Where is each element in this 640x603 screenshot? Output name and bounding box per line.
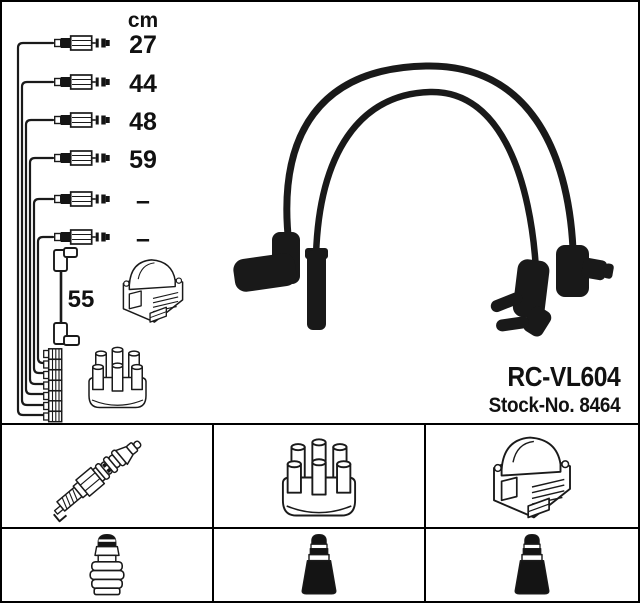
cable-bundle [16,41,55,417]
ignition-coil-icon [122,259,184,323]
distributor-cap-icon [88,346,147,409]
terminal-stack [43,348,63,423]
legend-cell-coil-boot [426,529,638,601]
ignition-coil-icon [493,436,571,519]
legend-cell-distributor-cap [214,425,426,529]
spark-plug-icon [45,432,147,523]
legend-cell-plug-boot [2,529,214,601]
cable-length-label-1: 27 [129,31,157,59]
coil-wire [53,247,80,346]
cable-length-label-6: – [136,225,150,253]
coil-boot-icon [514,533,550,595]
stock-number: Stock-No. 8464 [488,394,620,417]
component-legend-grid [2,423,638,601]
distributor-boot-icon [301,533,337,595]
wiring-schematic-and-photo [16,35,614,423]
legend-cell-ignition-coil [426,425,638,529]
cable-length-label-3: 48 [129,108,157,136]
legend-cell-spark-plug [2,425,214,529]
cable-length-label-2: 44 [129,70,157,98]
cable-end-connectors [54,35,110,245]
product-illustration-area: cm 27 44 48 59 – – 55 RC-VL604 Stock-No.… [2,2,638,425]
cable-set-photo [233,62,614,337]
legend-cell-distributor-boot [214,529,426,601]
cable-boots [233,232,614,337]
distributor-cap-icon [281,438,357,517]
unit-header: cm [127,9,159,32]
spark-plug-boot-icon [89,533,125,596]
part-number: RC-VL604 [507,361,620,392]
cable-length-label-5: – [136,187,150,215]
coil-wire-length-label: 55 [67,286,95,313]
cable-length-label-4: 59 [129,146,157,174]
